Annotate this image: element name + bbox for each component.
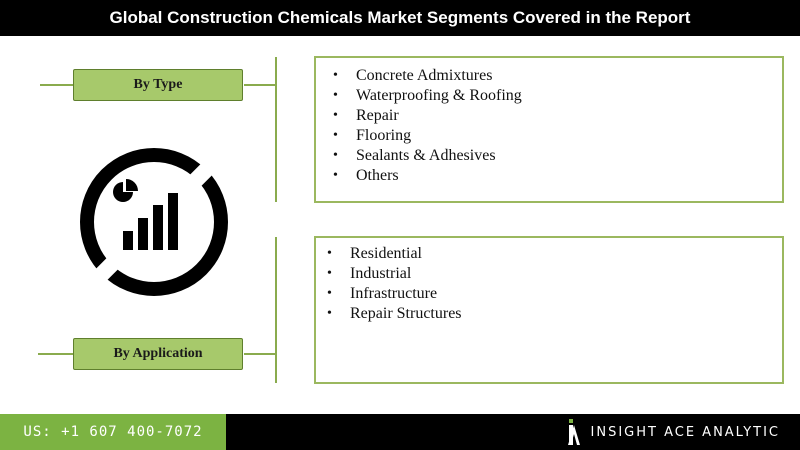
list-item: •Infrastructure: [327, 285, 438, 302]
by-application-label: By Application: [73, 338, 243, 370]
type-segment-list: •Concrete Admixtures •Waterproofing & Ro…: [326, 66, 782, 186]
footer-phone-text: US: +1 607 400-7072: [23, 424, 203, 440]
footer-brand-text: INSIGHT ACE ANALYTIC: [590, 424, 780, 440]
list-item: •Others: [333, 167, 399, 184]
page-title-text: Global Construction Chemicals Market Seg…: [109, 8, 691, 27]
analytics-chart-icon: [80, 148, 228, 296]
insight-ace-logo-icon: [567, 419, 580, 445]
application-segment-box: •Residential •Industrial •Infrastructure…: [314, 236, 784, 384]
type-segment-box: •Concrete Admixtures •Waterproofing & Ro…: [314, 56, 784, 203]
by-application-label-text: By Application: [113, 346, 203, 361]
connector-line-type-right: [244, 84, 276, 86]
connector-line-app-right: [244, 353, 276, 355]
list-item: •Repair: [333, 107, 399, 124]
divider-line-top: [275, 57, 277, 202]
by-type-label-text: By Type: [133, 77, 183, 92]
connector-line-app-left: [38, 353, 73, 355]
list-item: •Repair Structures: [327, 305, 462, 322]
footer-phone: US: +1 607 400-7072: [0, 414, 226, 450]
connector-line-type-left: [40, 84, 73, 86]
list-item: •Industrial: [327, 265, 412, 282]
list-item: •Concrete Admixtures: [333, 67, 493, 84]
page-title: Global Construction Chemicals Market Seg…: [0, 0, 800, 36]
list-item: •Sealants & Adhesives: [333, 147, 496, 164]
footer-brand: INSIGHT ACE ANALYTIC: [226, 414, 800, 450]
by-type-label: By Type: [73, 69, 243, 101]
divider-line-bottom: [275, 237, 277, 383]
application-segment-list: •Residential •Industrial •Infrastructure…: [320, 244, 782, 324]
list-item: •Flooring: [333, 127, 412, 144]
list-item: •Residential: [327, 245, 422, 262]
list-item: •Waterproofing & Roofing: [333, 87, 522, 104]
